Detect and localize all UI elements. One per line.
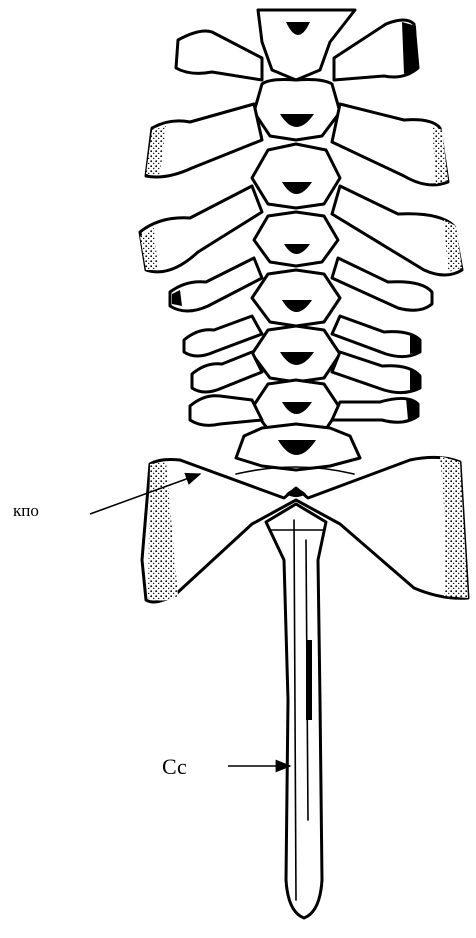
- vertebra-8: [236, 424, 360, 474]
- vertebra-1: [176, 10, 418, 80]
- urostyle: [266, 504, 326, 918]
- label-cc: Сс: [162, 756, 187, 778]
- label-kpo: кпо: [13, 502, 39, 519]
